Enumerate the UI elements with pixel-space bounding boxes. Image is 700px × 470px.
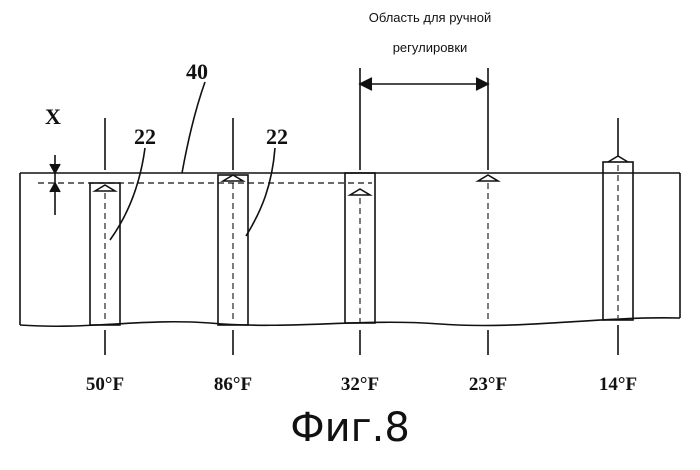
temperature-label: 14°F bbox=[599, 374, 637, 395]
pin-number-left-label: 22 bbox=[134, 124, 156, 149]
manual-region-label-line1: Область для ручной bbox=[300, 10, 560, 25]
leader-22-right bbox=[246, 148, 275, 236]
x-arrow-bottom bbox=[50, 183, 60, 192]
pin-32f-tip bbox=[350, 189, 370, 195]
region-arrow-right bbox=[476, 78, 488, 90]
region-arrow-left bbox=[360, 78, 372, 90]
temperature-label: 86°F bbox=[214, 374, 252, 395]
figure-caption: Фиг.8 bbox=[0, 405, 700, 451]
pin-number-right-label: 22 bbox=[266, 124, 288, 149]
pin-14f-tip bbox=[608, 156, 628, 162]
leader-22-left bbox=[110, 148, 145, 240]
pin-50f-tip bbox=[95, 185, 115, 191]
manual-region-label-line2: регулировки bbox=[300, 40, 560, 55]
pin-23f-tip bbox=[478, 175, 498, 181]
temperature-label: 50°F bbox=[86, 374, 124, 395]
temperature-labels: 50°F 86°F 32°F 23°F 14°F bbox=[86, 374, 637, 395]
x-dimension-label: X bbox=[45, 104, 61, 129]
temperature-label: 32°F bbox=[341, 374, 379, 395]
leader-40 bbox=[182, 82, 205, 173]
x-arrow-top bbox=[50, 164, 60, 173]
strip-number-label: 40 bbox=[186, 59, 208, 84]
temperature-label: 23°F bbox=[469, 374, 507, 395]
pin-86f-tip bbox=[223, 175, 243, 181]
